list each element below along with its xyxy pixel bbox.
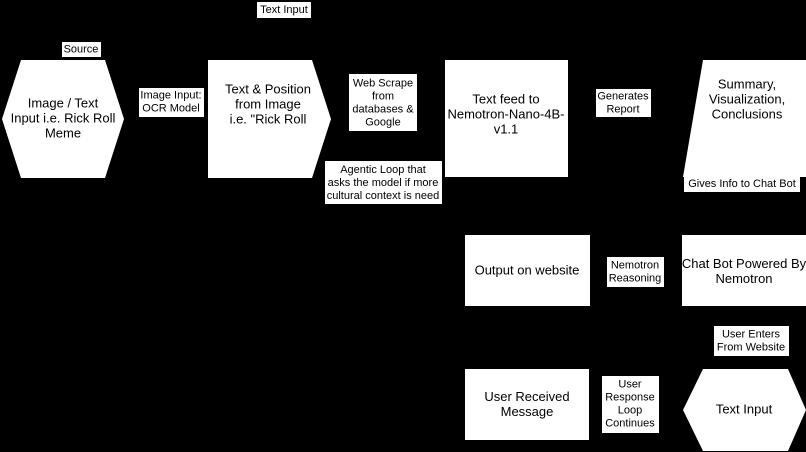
- text-line: Gives Info to Chat Bot: [688, 178, 796, 190]
- text-line: Report: [606, 103, 639, 115]
- text-line: Output on website: [475, 262, 580, 277]
- text-line: Nemotron-Nano-4B-: [447, 106, 564, 121]
- text-line: asks the model if more: [328, 177, 439, 189]
- text-line: Generates: [597, 90, 649, 102]
- text-line: Google: [365, 116, 400, 128]
- node-text-input: Text Input: [683, 369, 806, 451]
- text-line: Loop: [618, 404, 642, 416]
- text-line: Text Input: [260, 4, 308, 16]
- node-summary-text: Summary,Visualization,Conclusions: [709, 76, 785, 121]
- label-source-text: Source: [64, 43, 99, 55]
- text-line: Visualization,: [709, 91, 785, 106]
- text-line: Text & Position: [225, 81, 311, 96]
- node-text-input-text: Text Input: [716, 401, 773, 416]
- text-line: Input i.e. Rick Roll: [11, 110, 116, 125]
- node-summary: Summary,Visualization,Conclusions: [683, 60, 806, 177]
- label-text-input-top: Text Input: [257, 2, 311, 18]
- text-line: Source: [64, 43, 99, 55]
- text-line: Response: [605, 391, 655, 403]
- text-line: i.e. "Rick Roll: [230, 111, 307, 126]
- text-line: User: [618, 378, 642, 390]
- text-line: User Enters: [722, 328, 781, 340]
- text-line: Agentic Loop that: [340, 164, 426, 176]
- label-gives-info: Gives Info to Chat Bot: [684, 176, 800, 192]
- text-line: from: [372, 90, 394, 102]
- text-line: Chat Bot Powered By: [682, 256, 806, 271]
- text-line: v1.1: [494, 121, 519, 136]
- text-line: from Image: [235, 96, 301, 111]
- label-gives-info-text: Gives Info to Chat Bot: [688, 178, 796, 190]
- text-line: Meme: [45, 125, 81, 140]
- node-output-website-text: Output on website: [475, 262, 580, 277]
- text-line: Nemotron: [611, 259, 659, 271]
- text-line: OCR Model: [142, 102, 199, 114]
- text-line: User Received: [484, 389, 569, 404]
- node-output-website: Output on website: [465, 235, 590, 306]
- text-line: Conclusions: [712, 106, 783, 121]
- label-text-input-top-text: Text Input: [260, 4, 308, 16]
- text-line: cultural context is need: [327, 190, 440, 202]
- text-line: Message: [501, 404, 554, 419]
- text-line: Image / Text: [28, 95, 99, 110]
- text-line: Continues: [605, 417, 655, 429]
- text-line: Text feed to: [472, 91, 539, 106]
- text-line: databases &: [352, 103, 414, 115]
- label-source: Source: [62, 42, 101, 57]
- text-line: Text Input: [716, 401, 773, 416]
- text-line: Summary,: [718, 76, 776, 91]
- text-line: Web Scrape: [353, 77, 413, 89]
- text-line: From Website: [717, 341, 785, 353]
- label-image-input-ocr-text: Image Input:OCR Model: [140, 89, 201, 114]
- text-line: Nemotron: [715, 271, 772, 286]
- text-line: Image Input:: [140, 89, 201, 101]
- text-line: Reasoning: [609, 272, 662, 284]
- label-image-input-ocr: Image Input:OCR Model: [139, 88, 204, 117]
